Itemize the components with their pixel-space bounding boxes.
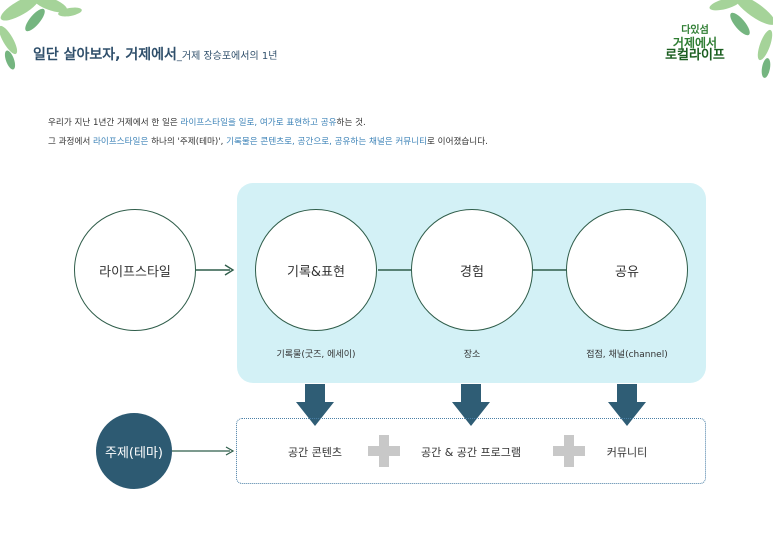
outcome-space-content: 공간 콘텐츠 (287, 446, 343, 459)
page-title-main: 일단 살아보자, 거제에서 (33, 47, 177, 63)
lifestyle-arrow-head (224, 264, 235, 276)
node-share-circle: 공유 (566, 209, 688, 331)
theme-label: 주제(테마) (105, 445, 163, 461)
logo-line-1: 다있섬 (681, 25, 709, 36)
plus-icon (368, 435, 400, 467)
down-arrow-3 (608, 384, 646, 426)
plus-icon (553, 435, 585, 467)
node-experience-label: 경험 (460, 264, 484, 280)
node-record-circle: 기록&표현 (255, 209, 377, 331)
intro-text: 로 이어졌습니다. (427, 137, 488, 147)
outcome-community: 커뮤니티 (606, 446, 648, 459)
intro-highlight: 라이프스타일을 일로, 여가로 표현하고 공유 (180, 118, 337, 128)
outcome-space-program: 공간 & 공간 프로그램 (420, 446, 522, 459)
intro-highlight: 라이프스타일은 (93, 137, 149, 147)
intro-text: 그 과정에서 (48, 137, 93, 147)
intro-line-1: 우리가 지난 1년간 거제에서 한 일은 라이프스타일을 일로, 여가로 표현하… (48, 116, 366, 128)
lifestyle-label: 라이프스타일 (99, 264, 171, 280)
logo-line-3: 로컬라이프 (665, 48, 725, 64)
node-share-caption: 접점, 채널(channel) (586, 350, 668, 360)
logo-line-2: 거제에서 (672, 35, 718, 50)
outcome-box (236, 418, 706, 484)
intro-text: 우리가 지난 1년간 거제에서 한 일은 (48, 118, 181, 128)
node-record-caption: 기록물(굿즈, 에세이) (276, 350, 356, 360)
brand-logo: 다있섬 거제에서 로컬라이프 (655, 25, 735, 76)
intro-line-2: 그 과정에서 라이프스타일은 하나의 '주제(테마)', 기록물은 콘텐츠로, … (48, 135, 488, 147)
down-arrow-1 (296, 384, 334, 426)
page-title-sub: _거제 장승포에서의 1년 (176, 51, 278, 62)
intro-text: 하나의 '주제(테마)', (148, 137, 227, 147)
node-share-label: 공유 (615, 264, 639, 280)
page-title: 일단 살아보자, 거제에서_거제 장승포에서의 1년 (33, 44, 277, 64)
theme-arrow-head (225, 446, 235, 456)
intro-highlight: 기록물은 콘텐츠로, 공간으로, 공유하는 채널은 커뮤니티 (226, 137, 428, 147)
down-arrow-2 (452, 384, 490, 426)
node-experience-caption: 장소 (463, 350, 481, 360)
theme-circle: 주제(테마) (96, 413, 172, 489)
node-record-label: 기록&표현 (287, 264, 345, 280)
lifestyle-circle: 라이프스타일 (74, 209, 196, 331)
node-experience-circle: 경험 (411, 209, 533, 331)
intro-text: 하는 것. (336, 118, 366, 128)
